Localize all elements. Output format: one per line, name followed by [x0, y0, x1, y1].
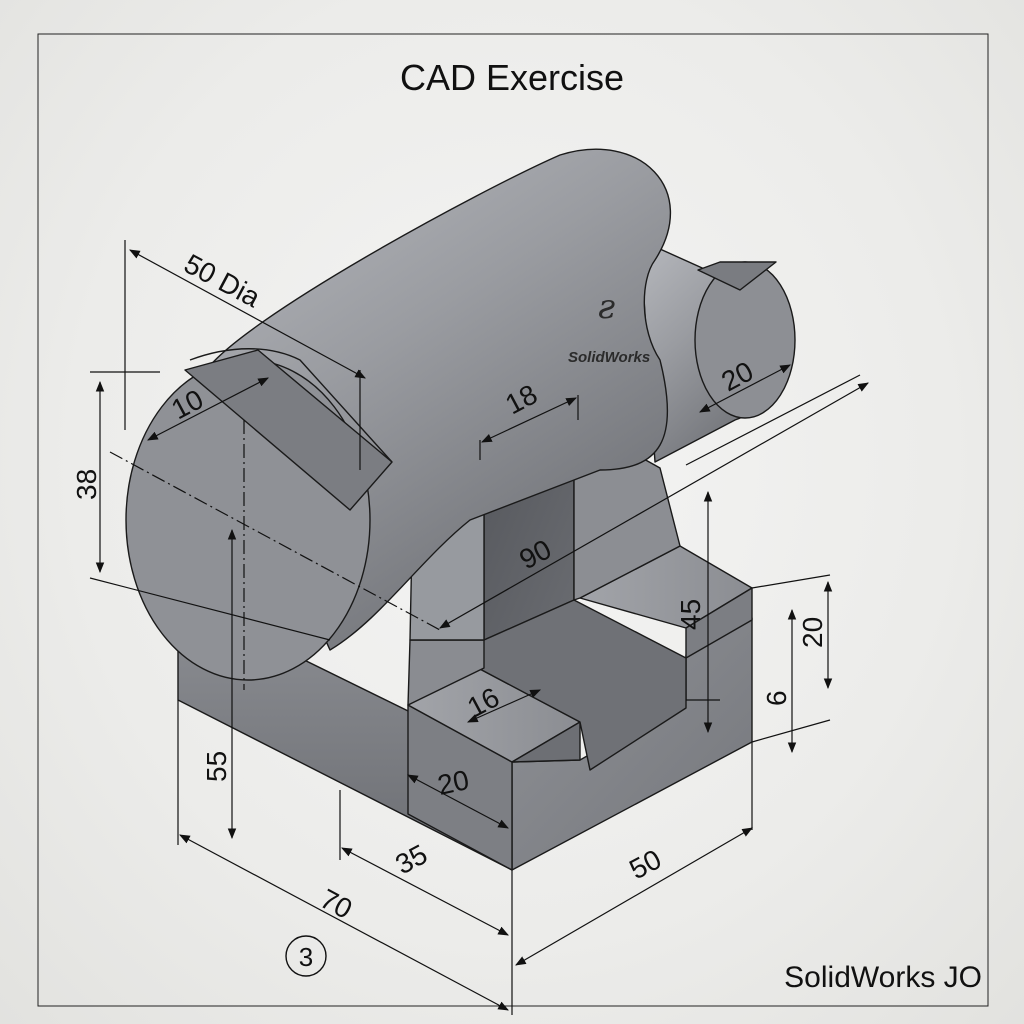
dim-overall-base: 70 — [315, 883, 357, 925]
rear-boss-notch — [697, 261, 777, 291]
dim-line-overall-base — [179, 834, 509, 1011]
brand-footer: SolidWorks JO — [784, 961, 982, 994]
logo-glyph: ƨ — [598, 287, 615, 327]
dimension-lines — [89, 240, 869, 1015]
solidworks-logo: ƨ SolidWorks — [568, 287, 650, 366]
dim-base-width: 50 — [624, 843, 666, 885]
dim-line-diameter — [129, 249, 366, 379]
dim-diameter: 50 Dia — [179, 248, 265, 314]
dim-base-height: 55 — [201, 751, 232, 782]
dim-line-foot — [407, 774, 509, 829]
dim-line-base-width — [515, 827, 753, 966]
dim-step-offset: 6 — [761, 690, 792, 706]
dim-base-depth-part: 35 — [390, 838, 432, 880]
dim-center-height: 38 — [71, 469, 102, 500]
dim-line-step-width — [467, 689, 541, 723]
dim-step-height: 20 — [797, 617, 828, 648]
dim-channel-depth: 45 — [675, 599, 706, 630]
drawing-frame — [37, 33, 989, 1007]
dim-line-overall — [439, 382, 869, 629]
exercise-number-badge: 3 — [285, 935, 327, 977]
exercise-number: 3 — [299, 942, 313, 972]
drawing-title: CAD Exercise — [400, 57, 624, 98]
dim-line-slot — [147, 377, 269, 441]
logo-text: SolidWorks — [568, 349, 650, 366]
dim-foot-width: 20 — [435, 764, 472, 801]
front-foot-side — [511, 721, 581, 763]
